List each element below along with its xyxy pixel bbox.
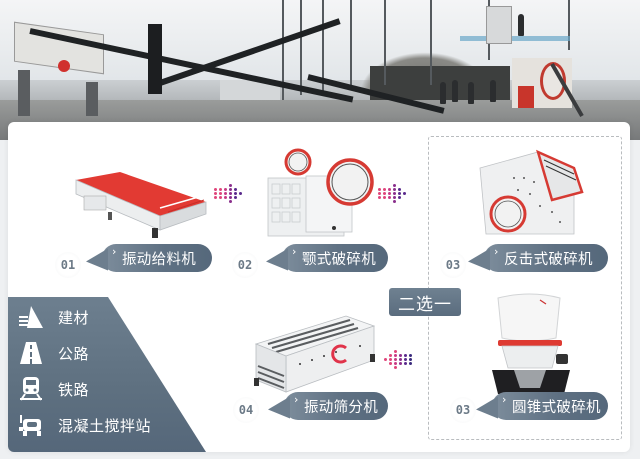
vibrating-screen-image[interactable] [250, 310, 378, 394]
crusher-red-panel [518, 86, 534, 108]
pole [300, 0, 302, 95]
cone-crusher-image[interactable] [488, 290, 574, 396]
highway-icon [18, 340, 44, 366]
application-label: 混凝土搅拌站 [58, 416, 152, 435]
impact-crusher-image[interactable] [474, 148, 584, 240]
pole [384, 0, 386, 85]
support-leg [18, 70, 30, 116]
worker [452, 80, 458, 102]
step-number: 02 [232, 252, 258, 278]
chevron-right-icon: › [112, 245, 117, 258]
step-label-text: 颚式破碎机 [302, 251, 376, 268]
jaw-crusher-image[interactable] [262, 148, 374, 240]
pole [568, 0, 570, 50]
worker [468, 82, 474, 104]
step-label-text: 振动给料机 [122, 251, 196, 268]
vibrating-feeder-image[interactable] [68, 166, 208, 242]
step-label-text: 反击式破碎机 [504, 251, 593, 268]
pole [282, 0, 284, 100]
application-label: 公路 [58, 344, 90, 363]
chevron-right-icon: › [494, 245, 499, 258]
step-label-vibrating-screen[interactable]: › 振动筛分机 [284, 392, 388, 420]
choose-one-badge: 二选一 [389, 288, 461, 316]
concrete-mixer-icon [18, 412, 44, 438]
step-number: 03 [440, 252, 466, 278]
support-leg [86, 82, 98, 116]
step-number: 01 [55, 252, 81, 278]
screen-motor [58, 60, 70, 72]
step-label-impact-crusher[interactable]: › 反击式破碎机 [484, 244, 608, 272]
platform-rail [460, 36, 570, 41]
building-materials-icon [18, 304, 44, 330]
train-icon [18, 376, 44, 402]
step-label-jaw-crusher[interactable]: › 颚式破碎机 [282, 244, 388, 272]
step-label-text: 振动筛分机 [304, 399, 378, 416]
flow-arrow-left-icon [384, 350, 413, 369]
step-number: 03 [450, 397, 476, 423]
step-label-vibrating-feeder[interactable]: › 振动给料机 [102, 244, 212, 272]
application-concrete-mixing-station[interactable]: 混凝土搅拌站 [18, 412, 151, 438]
step-label-text: 圆锥式破碎机 [512, 399, 601, 416]
chevron-right-icon: › [292, 245, 297, 258]
application-highway[interactable]: 公路 [18, 340, 89, 366]
worker [490, 80, 496, 102]
flow-arrow-right-icon [378, 184, 407, 203]
worker [518, 14, 524, 36]
flow-arrow-right-icon [214, 184, 243, 203]
pole [322, 0, 324, 95]
application-railway[interactable]: 铁路 [18, 376, 89, 402]
control-cabinet [486, 6, 512, 44]
application-building-materials[interactable]: 建材 [18, 304, 89, 330]
pole [350, 0, 352, 88]
step-number: 04 [233, 397, 259, 423]
pole [430, 0, 432, 85]
chevron-right-icon: › [294, 393, 299, 406]
application-label: 铁路 [58, 380, 90, 399]
application-label: 建材 [58, 308, 90, 327]
worker [440, 82, 446, 104]
hero-photo [0, 0, 640, 140]
elevator [148, 24, 162, 94]
chevron-right-icon: › [502, 393, 507, 406]
step-label-cone-crusher[interactable]: › 圆锥式破碎机 [492, 392, 608, 420]
